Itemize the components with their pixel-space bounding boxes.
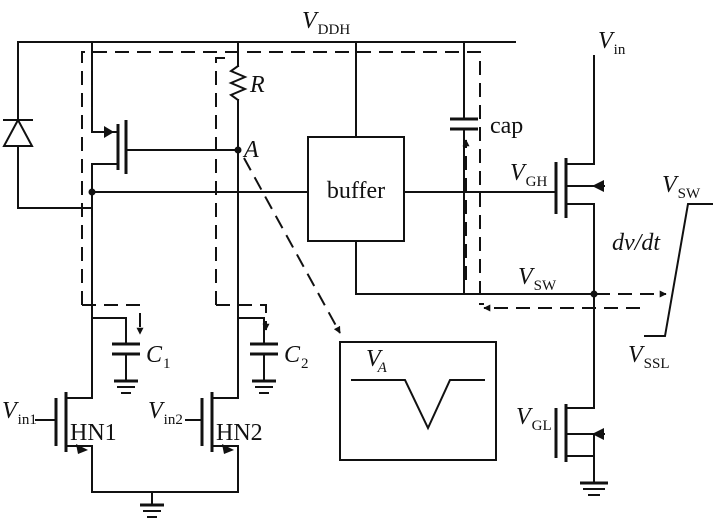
dvdt-label: dv/dt bbox=[612, 230, 661, 256]
pmos-transistor bbox=[91, 41, 239, 306]
vgh-label: VGH bbox=[510, 160, 548, 190]
buffer-label: buffer bbox=[327, 178, 385, 204]
vin-label: Vin bbox=[598, 28, 626, 58]
diode bbox=[2, 41, 93, 209]
hn2-transistor bbox=[185, 391, 239, 493]
va-waveform-box bbox=[339, 341, 497, 461]
c2-label: C2 bbox=[284, 342, 309, 372]
cap-label: cap bbox=[490, 113, 523, 139]
c1-label: C1 bbox=[146, 342, 171, 372]
vin2-label: Vin2 bbox=[148, 398, 183, 428]
vsw-node bbox=[355, 203, 598, 409]
vsw-dot bbox=[590, 290, 598, 298]
junction-dot bbox=[88, 188, 96, 196]
vsw-wave-label: VSW bbox=[662, 172, 701, 202]
node-a-label: A bbox=[242, 137, 259, 163]
vsw-waveform bbox=[644, 203, 713, 337]
bootstrap-cap bbox=[450, 41, 478, 295]
resistor-label: R bbox=[249, 72, 265, 98]
gate-line bbox=[88, 188, 309, 196]
vgl-label: VGL bbox=[516, 404, 552, 434]
c2-branch bbox=[237, 304, 278, 394]
dashed-current-paths bbox=[81, 51, 667, 335]
hn1-label: HN1 bbox=[70, 420, 117, 446]
node-a-dot bbox=[234, 146, 242, 154]
vddh-label: VDDH bbox=[302, 8, 350, 38]
buffer-block bbox=[307, 41, 557, 295]
high-side-nmos bbox=[554, 55, 605, 218]
va-label: VA bbox=[366, 346, 388, 376]
resistor bbox=[228, 41, 248, 306]
hn2-label: HN2 bbox=[216, 420, 263, 446]
bottom-ground bbox=[91, 491, 239, 518]
hn1-transistor bbox=[35, 391, 93, 493]
low-side-nmos bbox=[554, 404, 608, 496]
vsw-node-label: VSW bbox=[518, 264, 557, 294]
vssl-label: VSSL bbox=[628, 342, 670, 372]
vin1-label: Vin1 bbox=[2, 398, 37, 428]
c1-branch bbox=[91, 304, 140, 394]
